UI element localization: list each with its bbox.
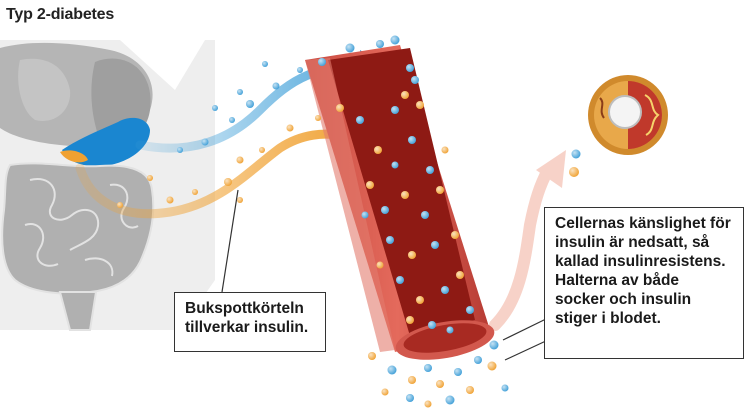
- particle-highlight: [345, 43, 355, 53]
- particle-highlight: [416, 101, 424, 109]
- particle-highlight: [224, 178, 232, 186]
- particle-highlight: [147, 175, 153, 181]
- particle-highlight: [386, 236, 394, 244]
- particle-highlight: [466, 386, 474, 394]
- particles: [117, 35, 581, 408]
- particle-highlight: [192, 189, 198, 195]
- particle-highlight: [356, 116, 364, 124]
- particle-highlight: [387, 365, 397, 375]
- particle-highlight: [421, 211, 429, 219]
- particle-highlight: [201, 138, 209, 146]
- cells-callout-line: stiger i blodet.: [555, 310, 661, 327]
- pancreas-callout: Bukspottkörteln tillverkar insulin.: [174, 292, 326, 352]
- particle-highlight: [416, 296, 424, 304]
- callout-leaders: [221, 189, 549, 361]
- particle-highlight: [391, 161, 399, 169]
- particle-highlight: [501, 384, 509, 392]
- particle-highlight: [474, 356, 482, 364]
- intestines: [1, 162, 155, 331]
- particle-highlight: [376, 261, 384, 269]
- pancreas-callout-line: tillverkar insulin.: [185, 319, 309, 336]
- particle-highlight: [571, 149, 581, 159]
- particle-highlight: [366, 181, 374, 189]
- particle-highlight: [374, 146, 382, 154]
- particle-highlight: [487, 361, 497, 371]
- cells-callout-line: kallad insulinresistens.: [555, 253, 726, 270]
- particle-highlight: [408, 376, 416, 384]
- blood-vessel: [305, 45, 495, 360]
- particle-highlight: [424, 400, 432, 408]
- particle-highlight: [441, 146, 449, 154]
- page-title: Typ 2-diabetes: [6, 6, 115, 23]
- particle-highlight: [236, 156, 244, 164]
- particle-highlight: [381, 388, 389, 396]
- particle-highlight: [259, 147, 265, 153]
- organs: [0, 42, 155, 331]
- particle-highlight: [177, 147, 183, 153]
- cells-callout-line: socker och insulin: [555, 291, 692, 308]
- insulin-resistance-callout: Cellernas känslighet för insulin är neds…: [544, 207, 744, 359]
- particle-highlight: [406, 394, 414, 402]
- particle-highlight: [569, 167, 579, 177]
- cells-callout-line: Halterna av både: [555, 272, 680, 289]
- particle-highlight: [376, 40, 384, 48]
- pancreas: [62, 117, 150, 167]
- particle-highlight: [401, 191, 409, 199]
- particle-highlight: [237, 197, 243, 203]
- particle-highlight: [408, 136, 416, 144]
- particle-highlight: [408, 251, 416, 259]
- cells-callout-line: insulin är nedsatt, så: [555, 234, 710, 251]
- particle-highlight: [426, 166, 434, 174]
- cells-callout-line: Cellernas känslighet för: [555, 215, 731, 232]
- particle-highlight: [454, 368, 462, 376]
- particle-highlight: [315, 115, 321, 121]
- particle-highlight: [237, 89, 243, 95]
- particle-highlight: [446, 326, 454, 334]
- particle-highlight: [466, 306, 474, 314]
- particle-highlight: [406, 64, 414, 72]
- particle-highlight: [451, 231, 459, 239]
- cell-uptake-arrow: [489, 150, 566, 331]
- pancreas-callout-line: Bukspottkörteln: [185, 300, 304, 317]
- particle-highlight: [441, 286, 449, 294]
- cell: [588, 75, 668, 155]
- particle-highlight: [391, 106, 399, 114]
- particle-highlight: [390, 35, 400, 45]
- particle-highlight: [411, 76, 419, 84]
- particle-highlight: [297, 67, 303, 73]
- particle-highlight: [262, 61, 268, 67]
- particle-highlight: [445, 395, 455, 405]
- particle-highlight: [401, 91, 409, 99]
- particle-highlight: [406, 316, 414, 324]
- particle-highlight: [436, 380, 444, 388]
- particle-highlight: [229, 117, 235, 123]
- particle-highlight: [212, 105, 218, 111]
- particle-highlight: [489, 340, 499, 350]
- particle-highlight: [318, 58, 326, 66]
- particle-highlight: [396, 276, 404, 284]
- particle-highlight: [272, 82, 280, 90]
- particle-highlight: [456, 271, 464, 279]
- particle-highlight: [246, 100, 254, 108]
- particle-highlight: [361, 211, 369, 219]
- particle-highlight: [436, 186, 444, 194]
- particle-highlight: [336, 104, 344, 112]
- particle-highlight: [428, 321, 436, 329]
- particle-highlight: [286, 124, 294, 132]
- particle-highlight: [424, 364, 432, 372]
- particle-highlight: [381, 206, 389, 214]
- particle-highlight: [166, 196, 174, 204]
- particle-highlight: [117, 202, 123, 208]
- particle-highlight: [368, 352, 376, 360]
- particle-highlight: [431, 241, 439, 249]
